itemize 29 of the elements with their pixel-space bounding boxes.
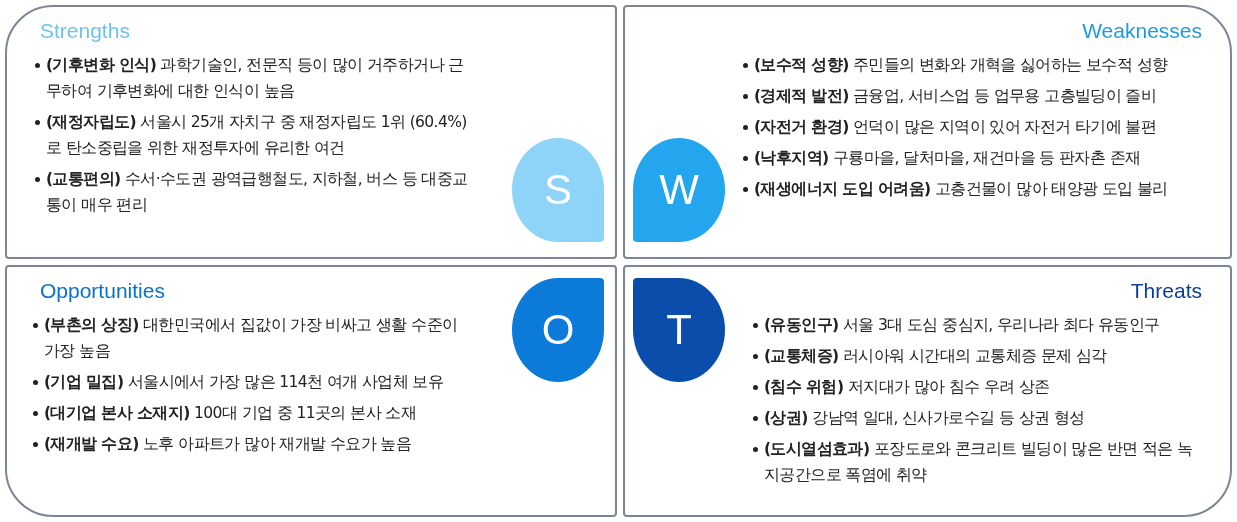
bullet-point: (교통체증) 러시아워 시간대의 교통체증 문제 심각 bbox=[753, 343, 1193, 369]
bullet-point: (상권) 강남역 일대, 신사가로수길 등 상권 형성 bbox=[753, 405, 1193, 431]
letter-petal: S bbox=[512, 138, 604, 242]
bullet-point: (재개발 수요) 노후 아파트가 많아 재개발 수요가 높음 bbox=[33, 431, 463, 457]
bullet-point: (보수적 성향) 주민들의 변화와 개혁을 싫어하는 보수적 성향 bbox=[743, 52, 1233, 78]
quadrant-heading: Opportunities bbox=[40, 279, 165, 303]
bullet-point: (재정자립도) 서울시 25개 자치구 중 재정자립도 1위 (60.4%)로 탄소중립을 위한 재정투자에 유리한 여건 bbox=[35, 109, 470, 161]
bullet-point: (도시열섬효과) 포장도로와 콘크리트 빌딩이 많은 반면 적은 녹지공간으로 폭염에 취약 bbox=[753, 436, 1193, 488]
quadrant-heading: Weaknesses bbox=[1082, 19, 1202, 43]
bullet-point: (기업 밀집) 서울시에서 가장 많은 114천 여개 사업체 보유 bbox=[33, 369, 463, 395]
bullet-point: (재생에너지 도입 어려움) 고층건물이 많아 태양광 도입 불리 bbox=[743, 176, 1233, 202]
quadrant-panel bbox=[5, 265, 617, 517]
bullet-point: (대기업 본사 소재지) 100대 기업 중 11곳의 본사 소재 bbox=[33, 400, 463, 426]
letter-petal: W bbox=[633, 138, 725, 242]
quadrant-panel bbox=[623, 5, 1232, 259]
letter-petal: O bbox=[512, 278, 604, 382]
quadrant-panel bbox=[623, 265, 1232, 517]
bullet-point: (부촌의 상징) 대한민국에서 집값이 가장 비싸고 생활 수준이 가장 높음 bbox=[33, 312, 463, 364]
bullet-point: (교통편의) 수서·수도권 광역급행철도, 지하철, 버스 등 대중교통이 매우 편리 bbox=[35, 166, 470, 218]
bullet-point: (기후변화 인식) 과학기술인, 전문직 등이 많이 거주하거나 근무하여 기후변화에 대한 인식이 높음 bbox=[35, 52, 470, 104]
bullet-point: (침수 위험) 저지대가 많아 침수 우려 상존 bbox=[753, 374, 1193, 400]
letter-petal: T bbox=[633, 278, 725, 382]
quadrant-heading: Threats bbox=[1130, 279, 1202, 303]
bullet-point: (자전거 환경) 언덕이 많은 지역이 있어 자전거 타기에 불편 bbox=[743, 114, 1233, 140]
bullet-point: (유동인구) 서울 3대 도심 중심지, 우리나라 최다 유동인구 bbox=[753, 312, 1193, 338]
quadrant-heading: Strengths bbox=[40, 19, 130, 43]
bullet-point: (낙후지역) 구룡마을, 달처마을, 재건마을 등 판자촌 존재 bbox=[743, 145, 1233, 171]
bullet-point: (경제적 발전) 금융업, 서비스업 등 업무용 고층빌딩이 즐비 bbox=[743, 83, 1233, 109]
quadrant-panel bbox=[5, 5, 617, 259]
